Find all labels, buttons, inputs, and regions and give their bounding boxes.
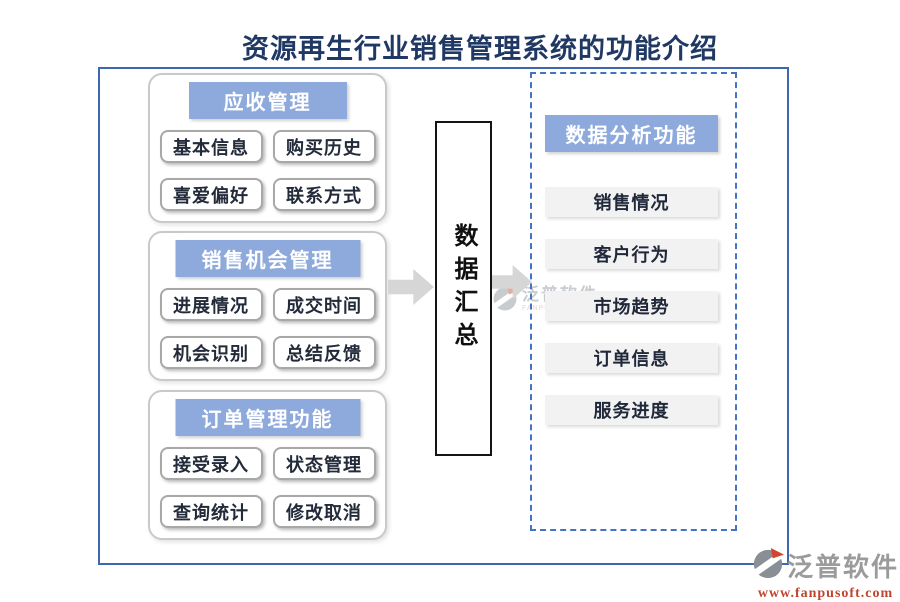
brand-logo: 泛普软件 www.fanpusoft.com — [748, 548, 900, 602]
feature-pill: 联系方式 — [272, 178, 376, 211]
feature-pill: 机会识别 — [159, 336, 263, 369]
analysis-item: 服务进度 — [545, 395, 718, 425]
group-header: 应收管理 — [188, 82, 347, 119]
feature-pill: 总结反馈 — [272, 336, 376, 369]
feature-pill: 购买历史 — [272, 130, 376, 163]
group-header: 销售机会管理 — [175, 240, 360, 277]
panel-header: 数据分析功能 — [545, 115, 718, 152]
feature-pill: 查询统计 — [159, 495, 263, 528]
feature-pill: 状态管理 — [272, 447, 376, 480]
group-sales-opportunity-management: 销售机会管理 进展情况 成交时间 机会识别 总结反馈 — [148, 231, 387, 381]
diagram-frame — [98, 67, 789, 565]
data-summary-box: 数据汇总 — [435, 121, 492, 456]
page-title: 资源再生行业销售管理系统的功能介绍 — [242, 34, 718, 64]
feature-pill: 基本信息 — [159, 130, 263, 163]
analysis-item: 订单信息 — [545, 343, 718, 373]
data-analysis-panel: 数据分析功能 销售情况 客户行为 市场趋势 订单信息 服务进度 — [530, 72, 737, 531]
analysis-item: 市场趋势 — [545, 291, 718, 321]
brand-name: 泛普软件 — [787, 551, 900, 582]
feature-pill: 接受录入 — [159, 447, 263, 480]
group-header: 订单管理功能 — [175, 399, 360, 436]
data-summary-label: 数据汇总 — [450, 222, 477, 355]
feature-pill: 成交时间 — [272, 288, 376, 321]
fanpu-logo-mark-icon — [748, 548, 788, 585]
analysis-item: 客户行为 — [545, 239, 718, 269]
group-receivable-management: 应收管理 基本信息 购买历史 喜爱偏好 联系方式 — [148, 73, 387, 223]
feature-pill: 喜爱偏好 — [159, 178, 263, 211]
feature-pill: 修改取消 — [272, 495, 376, 528]
feature-pill: 进展情况 — [159, 288, 263, 321]
analysis-item: 销售情况 — [545, 187, 718, 217]
brand-url: www.fanpusoft.com — [757, 586, 894, 601]
group-order-management: 订单管理功能 接受录入 状态管理 查询统计 修改取消 — [148, 390, 387, 540]
